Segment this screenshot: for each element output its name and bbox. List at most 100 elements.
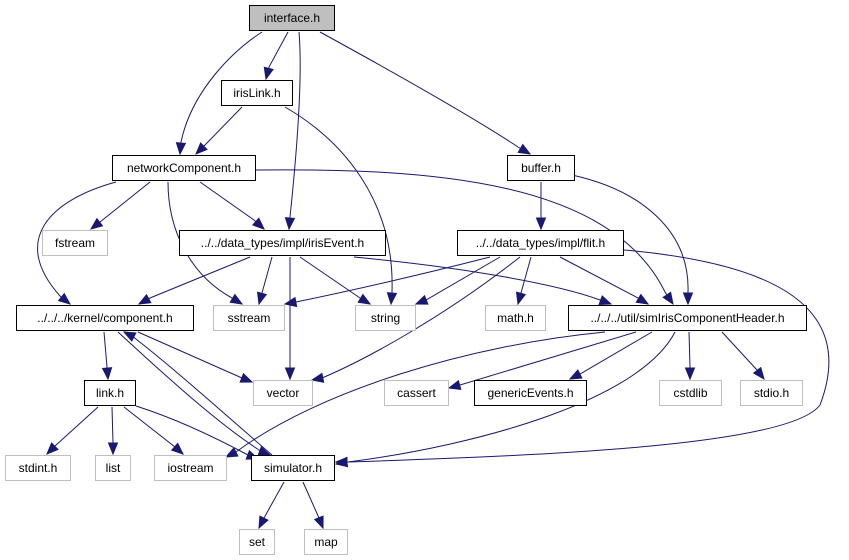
edge-buffer-flit [535, 182, 547, 231]
edge-arrowhead [256, 291, 268, 306]
edge-arrowhead [284, 217, 296, 231]
node-cassert[interactable]: cassert [384, 380, 449, 406]
edge-simiris-simulator [334, 331, 676, 468]
edge-arrowhead [357, 293, 372, 305]
edge-arrowhead [89, 217, 104, 230]
node-simulator-h[interactable]: simulator.h [251, 455, 335, 481]
edge-line [559, 256, 649, 305]
edge-line [299, 256, 371, 305]
edge-arrowhead [46, 442, 59, 455]
node-buffer-h[interactable]: buffer.h [507, 155, 575, 181]
edge-irislink-string [284, 106, 398, 306]
edge-line [225, 331, 606, 458]
edge-arrowhead [107, 442, 119, 456]
edge-flit-simulator [334, 249, 830, 468]
edge-arrowhead [101, 367, 113, 381]
node-stdint-h[interactable]: stdint.h [5, 455, 71, 481]
edge-arrowhead [310, 372, 325, 383]
edge-line [336, 249, 830, 463]
edge-network-component [37, 181, 117, 305]
edge-arrowhead [334, 456, 349, 468]
edge-line [284, 256, 491, 305]
edge-line [123, 331, 273, 456]
node-networkcomponent-h[interactable]: networkComponent.h [112, 155, 256, 181]
edge-line [255, 169, 674, 305]
edge-flit-string [414, 256, 501, 305]
edge-arrowhead [284, 367, 296, 381]
edge-interface-irislink [263, 31, 289, 81]
edge-irisevent-simiris [353, 256, 613, 305]
edge-arrowhead [175, 142, 187, 156]
edge-line [571, 174, 689, 304]
edge-arrowhead [662, 291, 674, 306]
edge-line [199, 181, 265, 230]
node-simiriscomponentheader-h[interactable]: ../../../util/simIrisComponentHeader.h [568, 305, 807, 331]
edge-interface-networkcomponent [175, 31, 263, 156]
node-link-h[interactable]: link.h [84, 380, 136, 406]
edge-line [415, 256, 501, 305]
edge-line [311, 256, 521, 381]
edge-link-list [107, 406, 119, 456]
edge-interface-irisevent [284, 31, 301, 231]
node-set[interactable]: set [239, 529, 275, 555]
edge-irisevent-string [299, 256, 372, 305]
edge-simiris-stdio [721, 331, 765, 381]
edge-arrowhead [682, 292, 694, 306]
node-component-h[interactable]: ../../../kernel/component.h [16, 305, 194, 331]
edge-simulator-map [302, 481, 324, 530]
node-flit-h[interactable]: ../../data_types/impl/flit.h [457, 230, 624, 256]
edge-arrowhead [535, 217, 547, 231]
node-irislink-h[interactable]: irisLink.h [221, 80, 293, 106]
edge-arrowhead [239, 372, 254, 383]
node-cstdlib[interactable]: cstdlib [659, 380, 722, 406]
node-string[interactable]: string [355, 305, 416, 331]
node-genericevents-h[interactable]: genericEvents.h [474, 380, 587, 406]
edge-buffer-simiris [571, 174, 694, 306]
edge-line [137, 331, 253, 383]
edge-interface-buffer [319, 31, 532, 155]
edge-arrowhead [684, 367, 696, 381]
edge-arrowhead [251, 217, 265, 230]
edge-arrowhead [170, 442, 184, 455]
node-list[interactable]: list [95, 455, 131, 481]
edge-arrowhead [517, 143, 532, 155]
node-interface-h[interactable]: interface.h [249, 5, 335, 31]
edge-line [284, 106, 393, 305]
edge-simiris-cassert [447, 331, 637, 391]
edge-irisevent-vector [284, 257, 296, 381]
edge-simiris-genericevents [568, 331, 653, 380]
edge-line [37, 181, 117, 305]
node-vector[interactable]: vector [253, 380, 313, 406]
edge-simulator-set [258, 481, 285, 530]
edge-network-fstream [89, 181, 151, 230]
edge-arrowhead [568, 369, 583, 380]
node-iostream[interactable]: iostream [154, 455, 227, 481]
edge-component-vector [137, 331, 254, 383]
node-map[interactable]: map [304, 529, 348, 555]
edge-arrowhead [635, 293, 650, 305]
node-fstream[interactable]: fstream [42, 230, 108, 256]
edge-irislink-networkcomponent [195, 106, 243, 155]
edge-flit-vector [310, 256, 521, 383]
edge-component-link [101, 331, 113, 381]
edge-link-simulator [135, 405, 260, 460]
node-stdio-h[interactable]: stdio.h [740, 380, 803, 406]
edge-irisevent-sstream [256, 256, 273, 306]
node-sstream[interactable]: sstream [213, 305, 285, 331]
edge-link-stdint [46, 406, 99, 455]
edge-arrowhead [224, 447, 239, 458]
edge-simulator-component [122, 331, 273, 456]
edge-irisevent-component [137, 256, 251, 305]
edge-network-irisevent [199, 181, 265, 230]
edge-simiris-iostream [224, 331, 606, 458]
edge-line [353, 256, 612, 305]
edge-arrowhead [258, 515, 269, 530]
edge-arrowhead [515, 291, 527, 306]
node-math-h[interactable]: math.h [485, 305, 546, 331]
edge-arrowhead [263, 66, 274, 81]
edge-component-simulator [117, 331, 272, 456]
node-irisevent-h[interactable]: ../../data_types/impl/irisEvent.h [179, 230, 386, 256]
edge-line [117, 331, 271, 456]
